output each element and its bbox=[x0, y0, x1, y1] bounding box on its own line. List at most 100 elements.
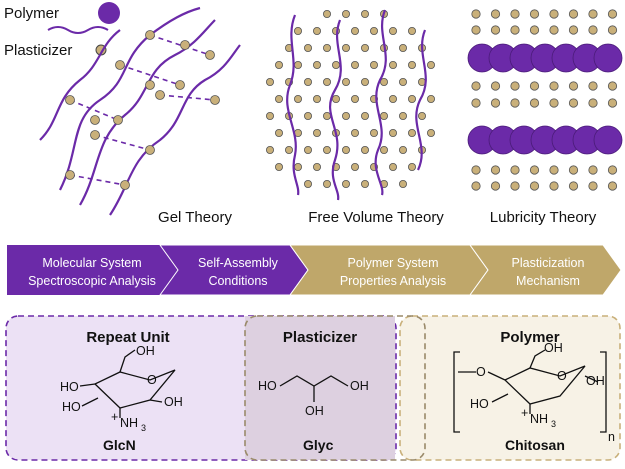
plasticizer-dot bbox=[360, 145, 369, 154]
plasticizer-dot bbox=[510, 25, 520, 35]
process-step-4-line1: Plasticization bbox=[512, 256, 585, 270]
plasticizer-dot bbox=[312, 162, 321, 171]
plasticizer-dot bbox=[549, 81, 559, 91]
chitosan-ring-o: O bbox=[557, 369, 567, 383]
plasticizer-dot bbox=[65, 95, 75, 105]
glcn-nh: NH bbox=[120, 416, 138, 430]
legend-polymer-label: Polymer bbox=[4, 5, 59, 22]
plasticizer-dot bbox=[322, 145, 331, 154]
lubricity-theory-illustration bbox=[467, 9, 623, 191]
glyc-ho-left: HO bbox=[258, 379, 277, 393]
lubricity-polymer-layers bbox=[467, 43, 623, 155]
plasticizer-dot bbox=[568, 25, 579, 35]
plasticizer-dot bbox=[322, 112, 331, 121]
plasticizer-dot bbox=[588, 181, 598, 191]
plasticizer-dot bbox=[426, 61, 435, 70]
legend-plasticizer-label: Plasticizer bbox=[4, 42, 72, 59]
plasticizer-dot bbox=[274, 128, 283, 137]
plasticizer-dot bbox=[490, 25, 501, 35]
plasticizer-dot bbox=[490, 9, 501, 19]
plasticizer-dot bbox=[303, 44, 312, 53]
process-step-1-line1: Molecular System bbox=[42, 256, 141, 270]
plasticizer-dot bbox=[265, 112, 274, 121]
chitosan-oh-right: OH bbox=[586, 374, 605, 388]
plasticizer-dot bbox=[145, 80, 155, 90]
plasticizer-dot bbox=[471, 181, 481, 191]
plasticizer-dot bbox=[293, 61, 302, 70]
plasticizer-dot bbox=[360, 112, 369, 121]
chitosan-ho: HO bbox=[470, 397, 489, 411]
process-step-2-line1: Self-Assembly bbox=[198, 256, 279, 270]
plasticizer-dot bbox=[293, 26, 302, 35]
chitosan-plus: + bbox=[521, 406, 528, 420]
plasticizer-dot bbox=[350, 26, 359, 35]
glyc-name: Glyc bbox=[303, 437, 334, 453]
plasticizer-dot bbox=[322, 44, 331, 53]
plasticizer-dot bbox=[510, 9, 520, 19]
plasticizer-dot bbox=[471, 9, 481, 19]
plasticizer-dot bbox=[549, 181, 559, 191]
glcn-ho-left: HO bbox=[60, 380, 79, 394]
plasticizer-dot bbox=[90, 115, 100, 125]
plasticizer-title: Plasticizer bbox=[283, 329, 357, 346]
plasticizer-dot bbox=[388, 162, 397, 171]
glcn-structure bbox=[79, 349, 176, 418]
plasticizer-dot bbox=[398, 44, 407, 53]
plasticizer-dot bbox=[312, 95, 321, 104]
gel-chain bbox=[39, 29, 121, 141]
polymer-ball bbox=[593, 43, 623, 73]
free-volume-chain bbox=[374, 9, 387, 196]
plasticizer-dot bbox=[407, 95, 416, 104]
plasticizer-dot bbox=[549, 165, 559, 175]
chitosan-nh-sub: 3 bbox=[551, 419, 556, 429]
plasticizer-dot bbox=[265, 145, 274, 154]
plasticizer-dot bbox=[341, 179, 350, 188]
plasticizer-dot bbox=[388, 61, 397, 70]
glyc-oh-right: OH bbox=[350, 379, 369, 393]
plasticizer-dot bbox=[607, 165, 618, 175]
plasticizer-dot bbox=[490, 165, 501, 175]
plasticizer-dot bbox=[568, 81, 579, 91]
process-step-1 bbox=[7, 245, 178, 295]
plasticizer-dot bbox=[490, 81, 501, 91]
plasticizer-dot bbox=[588, 165, 598, 175]
plasticizer-dot bbox=[90, 130, 100, 140]
plasticizer-dot bbox=[265, 78, 274, 87]
plasticizer-dot bbox=[529, 98, 540, 108]
plasticizer-dot bbox=[529, 9, 540, 19]
chitosan-name: Chitosan bbox=[505, 437, 565, 453]
plasticizer-dot bbox=[398, 112, 407, 121]
plasticizer-dot bbox=[180, 40, 190, 50]
free-volume-chain bbox=[415, 29, 427, 171]
process-step-2-line2: Conditions bbox=[208, 274, 267, 288]
plasticizer-dot bbox=[274, 162, 283, 171]
plasticizer-dot bbox=[549, 25, 559, 35]
chitosan-structure bbox=[453, 349, 607, 433]
chitosan-oh-top: OH bbox=[544, 341, 563, 355]
gel-crosslinks bbox=[69, 34, 216, 186]
gel-chain bbox=[59, 6, 201, 191]
plasticizer-dot bbox=[205, 50, 215, 60]
plasticizer-dot bbox=[407, 128, 416, 137]
plasticizer-dot bbox=[529, 25, 540, 35]
plasticizer-dot bbox=[588, 9, 598, 19]
gel-plasticizer-dots bbox=[65, 30, 220, 190]
plasticizer-dot bbox=[360, 9, 369, 18]
glcn-oh-top: OH bbox=[136, 344, 155, 358]
plasticizer-dot bbox=[510, 165, 520, 175]
plasticizer-dot bbox=[510, 98, 520, 108]
plasticizer-dot bbox=[274, 61, 283, 70]
plasticizer-dot bbox=[588, 81, 598, 91]
plasticizer-dot bbox=[350, 128, 359, 137]
plasticizer-dot bbox=[341, 9, 350, 18]
plasticizer-dot bbox=[471, 81, 481, 91]
plasticizer-dot bbox=[417, 112, 426, 121]
gel-theory-illustration bbox=[39, 6, 241, 216]
glcn-name: GlcN bbox=[103, 437, 136, 453]
plasticizer-dot bbox=[312, 128, 321, 137]
plasticizer-dot bbox=[360, 179, 369, 188]
glycerol-structure bbox=[279, 375, 349, 402]
plasticizer-dot bbox=[155, 90, 165, 100]
plasticizer-dot bbox=[303, 78, 312, 87]
plasticizer-dot bbox=[379, 78, 388, 87]
